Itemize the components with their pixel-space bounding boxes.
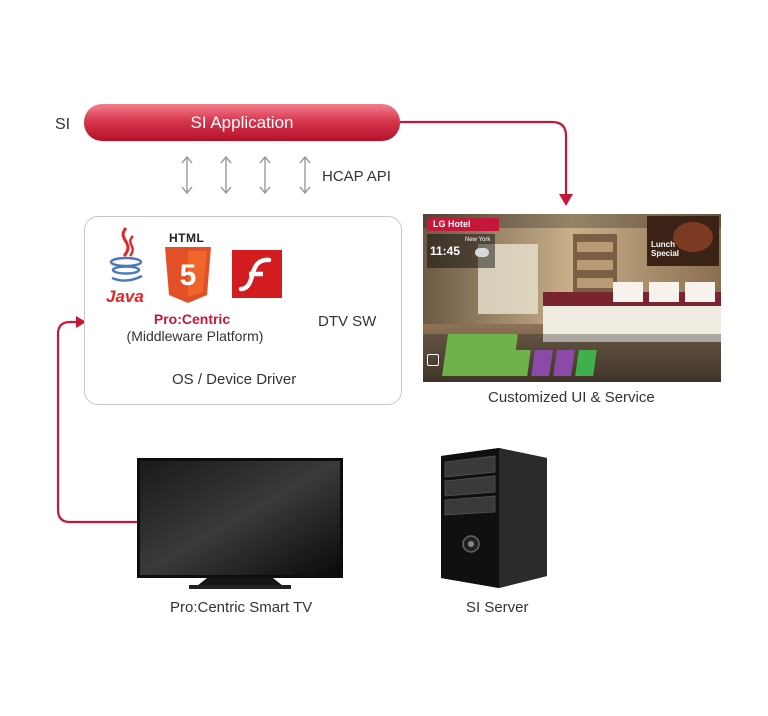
si-server-image xyxy=(441,448,547,588)
launcher-card-media xyxy=(553,350,575,376)
si-to-ui-arrow xyxy=(400,120,568,196)
launcher-card-network xyxy=(575,350,597,376)
time-widget: 11:45 New York xyxy=(427,234,495,268)
html5-shield-icon: 5 xyxy=(165,247,211,303)
smart-tv-image xyxy=(137,458,343,589)
dtv-sw-label: DTV SW xyxy=(318,313,377,330)
brand-bar: LG Hotel xyxy=(427,218,499,231)
launcher-card-info xyxy=(531,350,553,376)
lunch-special-promo: Lunch Special xyxy=(647,216,719,266)
weather-cloud-icon xyxy=(475,248,489,257)
customized-ui-screen: LG Hotel 11:45 New York Lunch Special xyxy=(423,214,721,382)
java-wordmark: Java xyxy=(106,287,144,306)
input-icon xyxy=(427,354,439,366)
smart-tv-label: Pro:Centric Smart TV xyxy=(170,599,313,616)
procentric-title: Pro:Centric xyxy=(153,311,231,327)
hcap-arrows xyxy=(181,155,311,195)
os-driver-label: OS / Device Driver xyxy=(172,371,297,388)
promo-label: Lunch Special xyxy=(651,240,680,258)
si-application-bar: SI Application xyxy=(84,104,400,141)
brand-name: LG Hotel xyxy=(433,219,471,229)
city-name: New York xyxy=(465,237,491,243)
si-server-label: SI Server xyxy=(466,599,529,616)
flash-logo-icon xyxy=(232,250,282,298)
si-to-ui-arrowhead xyxy=(559,194,573,206)
java-logo-icon xyxy=(109,227,143,282)
tv-to-platform-arrow xyxy=(56,320,139,524)
html5-number: 5 xyxy=(180,259,197,292)
steak-image-icon xyxy=(673,222,713,252)
time-display: 11:45 xyxy=(430,244,461,258)
launcher-card-photo xyxy=(442,334,518,376)
customized-ui-label: Customized UI & Service xyxy=(488,389,655,406)
html-wordmark: HTML xyxy=(169,231,205,245)
hcap-api-label: HCAP API xyxy=(322,168,391,185)
procentric-subtitle: (Middleware Platform) xyxy=(126,328,264,344)
middleware-box xyxy=(84,216,402,405)
si-label: SI xyxy=(55,116,71,133)
si-application-label: SI Application xyxy=(190,112,294,132)
launcher-card-antenna xyxy=(509,350,531,376)
tv-to-platform-arrowhead xyxy=(76,316,86,328)
